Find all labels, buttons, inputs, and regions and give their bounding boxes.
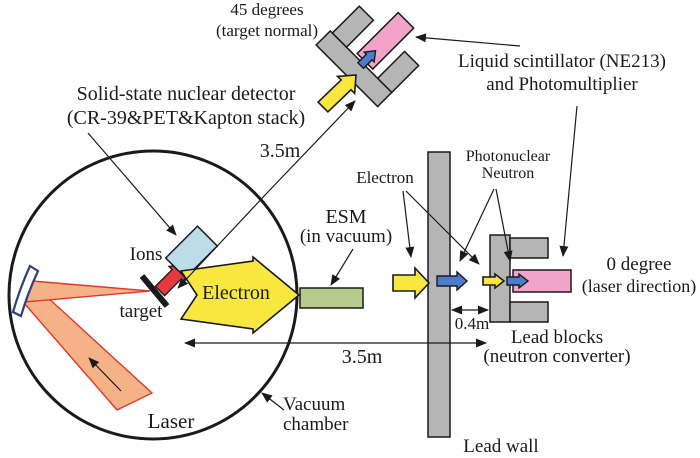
pointer-ssd-to-detector [87, 132, 177, 236]
label-45-degrees: 45 degrees [230, 0, 304, 19]
lead-block-top-0deg [509, 237, 549, 259]
label-esm-in-vacuum: (in vacuum) [299, 226, 393, 247]
label-liquid-scintillator: Liquid scintillator (NE213) [458, 51, 666, 72]
focusing-mirror [11, 264, 40, 318]
label-solid-state-detector: Solid-state nuclear detector [76, 83, 296, 105]
laser-beam-focused [23, 280, 151, 303]
label-vacuum: Vacuum [283, 394, 346, 415]
lead-block-top-45deg [331, 5, 375, 49]
label-distance-3-5m-diagonal: 3.5m [259, 140, 301, 162]
label-lead-wall: Lead wall [463, 436, 539, 457]
lead-wall-block [427, 151, 451, 438]
pointer-esm-to-plate [330, 248, 354, 286]
pointer-scintillator-to-0deg [559, 105, 578, 257]
esm-plate [299, 287, 364, 309]
pointer-vacuum-chamber [261, 392, 285, 411]
label-ions: Ions [129, 244, 163, 265]
label-distance-3-5m-horizontal: 3.5m [341, 346, 383, 368]
dimension-3-5m-diagonal-lower [177, 193, 267, 289]
electron-arrow-small-0deg-icon [482, 272, 506, 290]
electron-arrow-mid-icon [392, 265, 431, 301]
pointer-electron-to-mid-arrow [402, 190, 415, 258]
label-target: target [119, 301, 163, 322]
label-target-normal: (target normal) [215, 21, 319, 40]
detector-assembly-0deg [482, 234, 572, 323]
label-cr39-stack: (CR-39&PET&Kapton stack) [66, 107, 306, 129]
label-neutron-converter: (neutron converter) [483, 346, 631, 367]
pointer-neutron-to-mid-arrow [459, 188, 495, 262]
laser-direction-arrow-icon [88, 357, 122, 392]
label-photonuclear: Photonuclear [465, 148, 551, 165]
label-neutron: Neutron [481, 165, 535, 182]
detector-assembly-45deg [315, 5, 420, 108]
neutron-arrow-small-0deg-icon [506, 272, 530, 290]
label-laser: Laser [147, 409, 195, 433]
label-electron-main: Electron [202, 282, 270, 304]
target-line [139, 274, 170, 308]
electron-arrow-main-icon [179, 255, 301, 335]
label-photomultiplier: and Photomultiplier [486, 74, 638, 95]
label-0-degree: 0 degree [606, 254, 672, 275]
label-distance-0-4m: 0.4m [454, 314, 490, 333]
lead-block-bottom-45deg [376, 50, 420, 94]
label-chamber: chamber [283, 414, 349, 435]
label-lead-blocks: Lead blocks [510, 327, 604, 348]
lead-block-bottom-0deg [509, 301, 549, 323]
label-electron-beams: Electron [356, 168, 414, 187]
label-laser-direction: (laser direction) [581, 276, 697, 296]
neutron-arrow-mid-icon [436, 270, 469, 292]
electron-arrow-45deg-icon [316, 74, 357, 114]
solid-state-detector-stack [164, 225, 219, 279]
neutron-arrow-45deg-icon [356, 49, 377, 70]
pointer-scintillator-to-45deg [415, 33, 521, 47]
pointer-neutron-to-small-arrow [495, 188, 513, 262]
label-esm: ESM [325, 206, 367, 228]
dimension-3-5m-diagonal-upper [265, 100, 356, 195]
